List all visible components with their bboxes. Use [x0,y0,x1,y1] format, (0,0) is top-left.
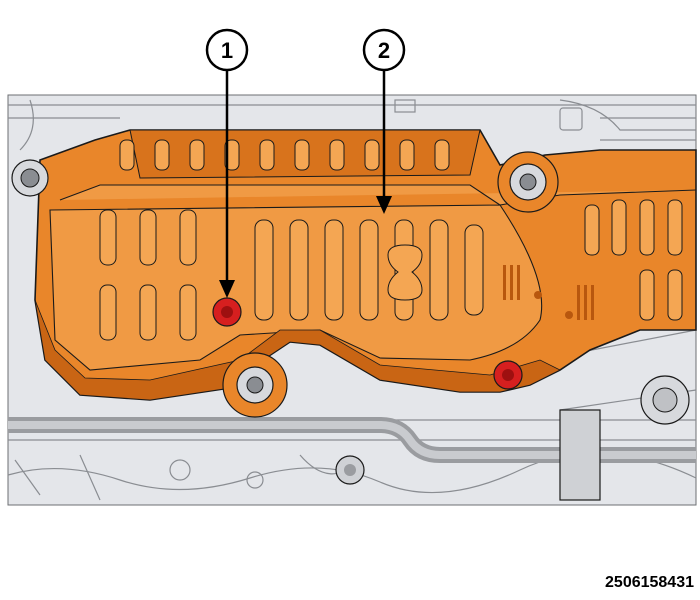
fastener-left [212,297,242,327]
fastener-right [493,360,523,390]
callout-2: 2 [362,28,406,214]
keyhole-stamp [387,244,423,301]
callout-1-arrowhead [219,280,235,298]
stud-upper-right [497,151,559,213]
callout-2-label: 2 [378,38,390,63]
red-fasteners [212,297,523,390]
callout-1: 1 [205,28,249,298]
callout-2-arrowhead [376,196,392,214]
figure-id: 2506158431 [605,574,694,591]
lower-mount [335,455,365,485]
stud-bottom-center [222,352,288,418]
mount-bracket [559,375,690,501]
stud-left [11,159,49,197]
mounting-studs [11,151,559,418]
embossed-markings [503,265,594,320]
callout-1-label: 1 [221,38,233,63]
crossbar-tube [8,417,696,463]
